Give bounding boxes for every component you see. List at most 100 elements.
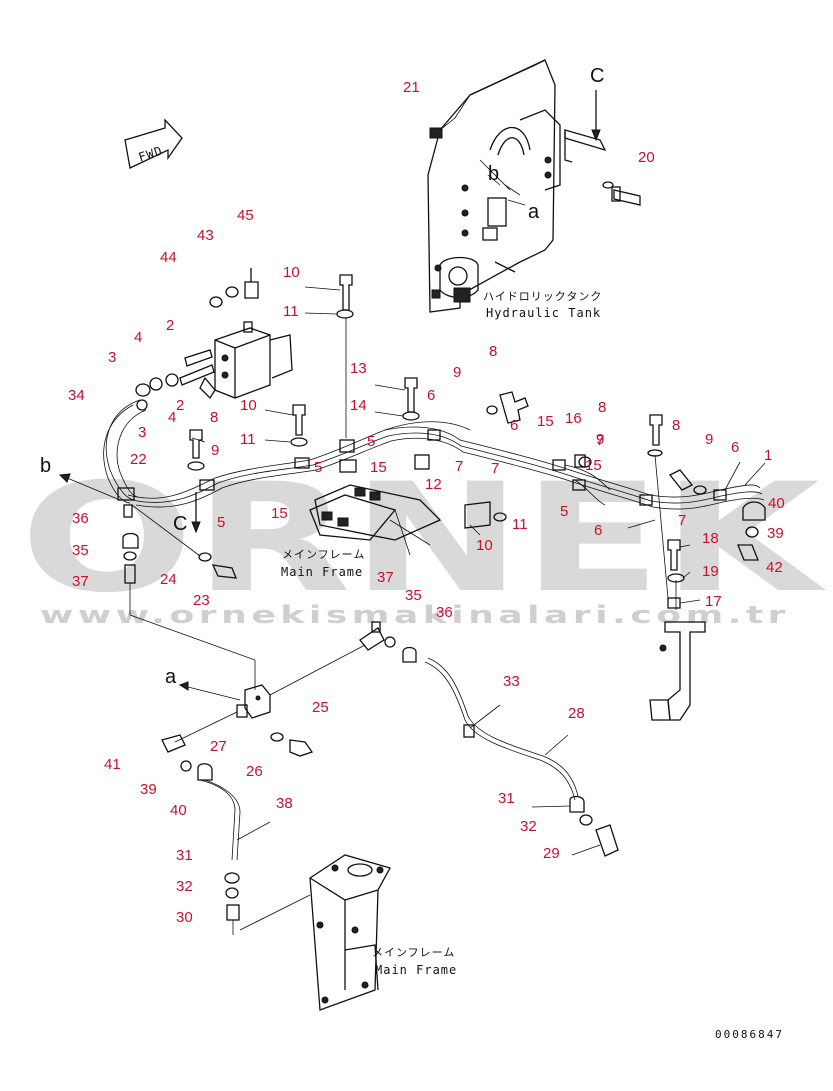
callout-5: 5 xyxy=(314,459,322,476)
main-frame-label-jp-2: メインフレーム xyxy=(372,946,455,959)
callout-39: 39 xyxy=(767,525,784,542)
callout-10: 10 xyxy=(476,537,493,554)
hose-harness xyxy=(103,274,766,610)
callout-11: 11 xyxy=(283,303,299,320)
callout-34: 34 xyxy=(68,387,85,404)
callout-23: 23 xyxy=(193,592,210,609)
callout-33: 33 xyxy=(503,673,520,690)
callout-15: 15 xyxy=(370,459,387,476)
callout-9: 9 xyxy=(211,442,219,459)
callout-15: 15 xyxy=(585,457,602,474)
callout-40: 40 xyxy=(768,495,785,512)
callout-27: 27 xyxy=(210,738,227,755)
left-fittings xyxy=(122,504,256,690)
ref-a-label-top: a xyxy=(528,201,540,223)
callout-25: 25 xyxy=(312,699,329,716)
callout-6: 6 xyxy=(594,522,602,539)
view-c-label-mid: C xyxy=(173,513,187,535)
hydraulic-tank-label-jp: ハイドロリックタンク xyxy=(483,290,602,303)
callout-32: 32 xyxy=(520,818,537,835)
tee-block: a xyxy=(161,644,366,935)
ref-b-label-mid: b xyxy=(40,455,51,477)
callout-36: 36 xyxy=(72,510,89,527)
callout-8: 8 xyxy=(598,399,606,416)
callout-41: 41 xyxy=(104,756,121,773)
callout-39: 39 xyxy=(140,781,157,798)
callout-15: 15 xyxy=(271,505,288,522)
callout-6: 6 xyxy=(731,439,739,456)
callout-24: 24 xyxy=(160,571,177,588)
callout-37: 37 xyxy=(377,569,394,586)
callout-2: 2 xyxy=(176,397,184,414)
fwd-arrow-icon: FWD xyxy=(124,118,183,169)
watermark-brand: ORNEK xyxy=(20,452,826,626)
ref-a-label-mid: a xyxy=(165,666,177,688)
callout-8: 8 xyxy=(489,343,497,360)
callout-15: 15 xyxy=(537,413,554,430)
callout-16: 16 xyxy=(565,410,582,427)
callout-22: 22 xyxy=(130,451,147,468)
callout-numbers: 1 2 2 3 3 4 4 5 5 5 5 6 6 6 6 7 7 7 7 8 … xyxy=(68,79,785,926)
callout-11: 11 xyxy=(512,516,528,533)
solenoid-valve-block xyxy=(135,268,293,411)
callout-28: 28 xyxy=(568,705,585,722)
callout-10: 10 xyxy=(283,264,300,281)
callout-29: 29 xyxy=(543,845,560,862)
drawing-number: 00086847 xyxy=(715,1028,784,1041)
callout-6: 6 xyxy=(427,387,435,404)
callout-36: 36 xyxy=(436,604,453,621)
callout-5: 5 xyxy=(560,503,568,520)
main-frame-middle: メインフレーム Main Frame C b xyxy=(40,455,442,579)
right-pipe-assembly xyxy=(359,621,619,857)
callout-19: 19 xyxy=(702,563,719,580)
callout-14: 14 xyxy=(350,397,367,414)
callout-17: 17 xyxy=(705,593,722,610)
main-frame-label-jp-1: メインフレーム xyxy=(282,548,365,561)
callout-3: 3 xyxy=(108,349,116,366)
fwd-label: FWD xyxy=(137,144,165,165)
callout-30: 30 xyxy=(176,909,193,926)
callout-8: 8 xyxy=(672,417,680,434)
callout-31: 31 xyxy=(176,847,193,864)
callout-31: 31 xyxy=(498,790,515,807)
callout-13: 13 xyxy=(350,360,367,377)
callout-35: 35 xyxy=(405,587,422,604)
callout-9: 9 xyxy=(453,364,461,381)
callout-3: 3 xyxy=(138,424,146,441)
callout-12: 12 xyxy=(425,476,442,493)
callout-9: 9 xyxy=(596,431,604,448)
callout-7: 7 xyxy=(491,460,499,477)
callout-32: 32 xyxy=(176,878,193,895)
callout-7: 7 xyxy=(678,512,686,529)
view-c-label-top: C xyxy=(590,65,604,87)
callout-20: 20 xyxy=(638,149,655,166)
callout-5: 5 xyxy=(217,514,225,531)
callout-4: 4 xyxy=(168,409,176,426)
callout-21: 21 xyxy=(403,79,420,96)
main-frame-label-en-1: Main Frame xyxy=(281,565,363,579)
callout-7: 7 xyxy=(596,432,604,449)
callout-8: 8 xyxy=(210,409,218,426)
callout-35: 35 xyxy=(72,542,89,559)
callout-1: 1 xyxy=(764,447,772,464)
hydraulic-tank-bracket: C b a ハイドロリックタンク Hydraulic Tank xyxy=(427,59,641,320)
callout-44: 44 xyxy=(160,249,177,266)
callout-10: 10 xyxy=(240,397,257,414)
callout-18: 18 xyxy=(702,530,719,547)
callout-11: 11 xyxy=(240,431,256,448)
watermark: ORNEK www.ornekismakinalari.com.tr xyxy=(20,452,826,629)
hydraulic-tank-label-en: Hydraulic Tank xyxy=(486,306,601,320)
watermark-url: www.ornekismakinalari.com.tr xyxy=(40,601,790,629)
callout-42: 42 xyxy=(766,559,783,576)
callout-4: 4 xyxy=(134,329,142,346)
callout-45: 45 xyxy=(237,207,254,224)
right-support-bracket xyxy=(649,621,706,721)
callout-40: 40 xyxy=(170,802,187,819)
callout-9: 9 xyxy=(705,431,713,448)
callout-6: 6 xyxy=(510,417,518,434)
callout-26: 26 xyxy=(246,763,263,780)
main-frame-lower: メインフレーム Main Frame xyxy=(309,854,457,1011)
main-frame-label-en-2: Main Frame xyxy=(375,963,457,977)
callout-37: 37 xyxy=(72,573,89,590)
